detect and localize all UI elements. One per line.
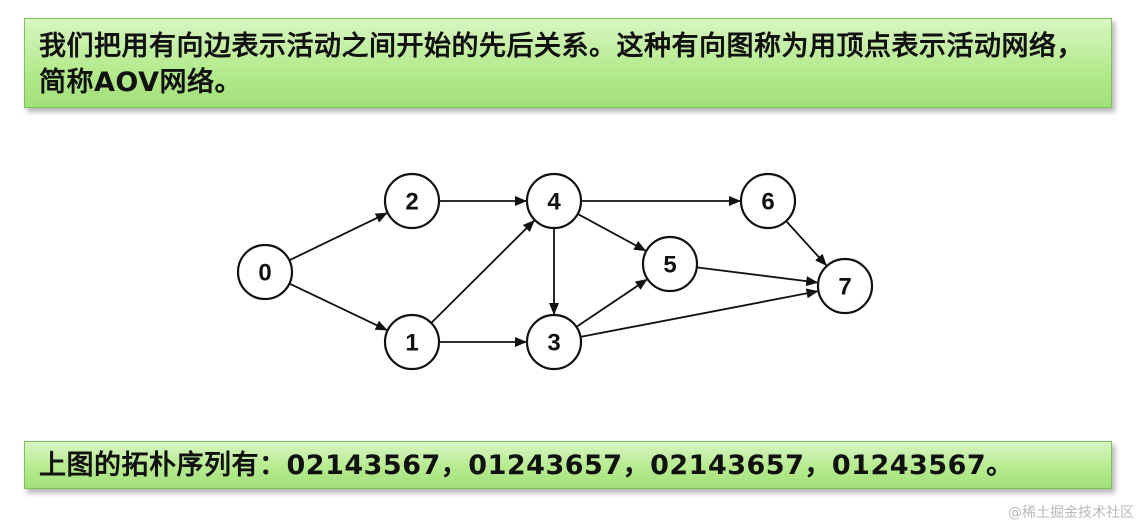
node-label: 0 [258, 260, 271, 287]
edge-6-to-7 [785, 220, 827, 266]
node-label: 7 [838, 274, 851, 301]
node-label: 6 [761, 189, 774, 216]
edge-3-to-7 [580, 288, 819, 338]
node-1: 1 [383, 313, 441, 371]
node-0: 0 [236, 243, 294, 301]
description-text: 我们把用有向边表示活动之间开始的先后关系。这种有向图称为用顶点表示活动网络，简称… [39, 31, 1084, 98]
edge-3-to-5 [575, 278, 648, 328]
node-circle [236, 243, 294, 301]
node-label: 5 [663, 252, 676, 279]
node-circle [816, 257, 874, 315]
node-2: 2 [383, 172, 441, 230]
node-circle [383, 172, 441, 230]
description-box: 我们把用有向边表示活动之间开始的先后关系。这种有向图称为用顶点表示活动网络，简称… [24, 18, 1112, 108]
node-circle [383, 313, 441, 371]
node-circle [641, 235, 699, 293]
node-3: 3 [525, 313, 583, 371]
edges-layer [288, 196, 827, 347]
node-6: 6 [739, 172, 797, 230]
edge-0-to-1 [289, 282, 388, 331]
edge-0-to-2 [288, 212, 388, 262]
topological-sequence-text: 上图的拓朴序列有：02143567，01243657，02143657，0124… [39, 450, 1014, 481]
node-5: 5 [641, 235, 699, 293]
edge-4-to-5 [577, 213, 647, 252]
node-4: 4 [525, 172, 583, 230]
node-circle [525, 313, 583, 371]
node-label: 2 [405, 189, 418, 216]
node-circle [525, 172, 583, 230]
topological-sequence-box: 上图的拓朴序列有：02143567，01243657，02143657，0124… [24, 441, 1112, 489]
node-7: 7 [816, 257, 874, 315]
node-label: 3 [547, 330, 560, 357]
nodes-layer: 0 1 2 3 4 5 6 7 [236, 172, 874, 371]
watermark: @稀土掘金技术社区 [1008, 505, 1134, 521]
edge-1-to-4 [430, 219, 535, 324]
node-label: 4 [547, 189, 561, 216]
node-circle [739, 172, 797, 230]
edge-5-to-7 [696, 266, 819, 287]
node-label: 1 [405, 330, 418, 357]
